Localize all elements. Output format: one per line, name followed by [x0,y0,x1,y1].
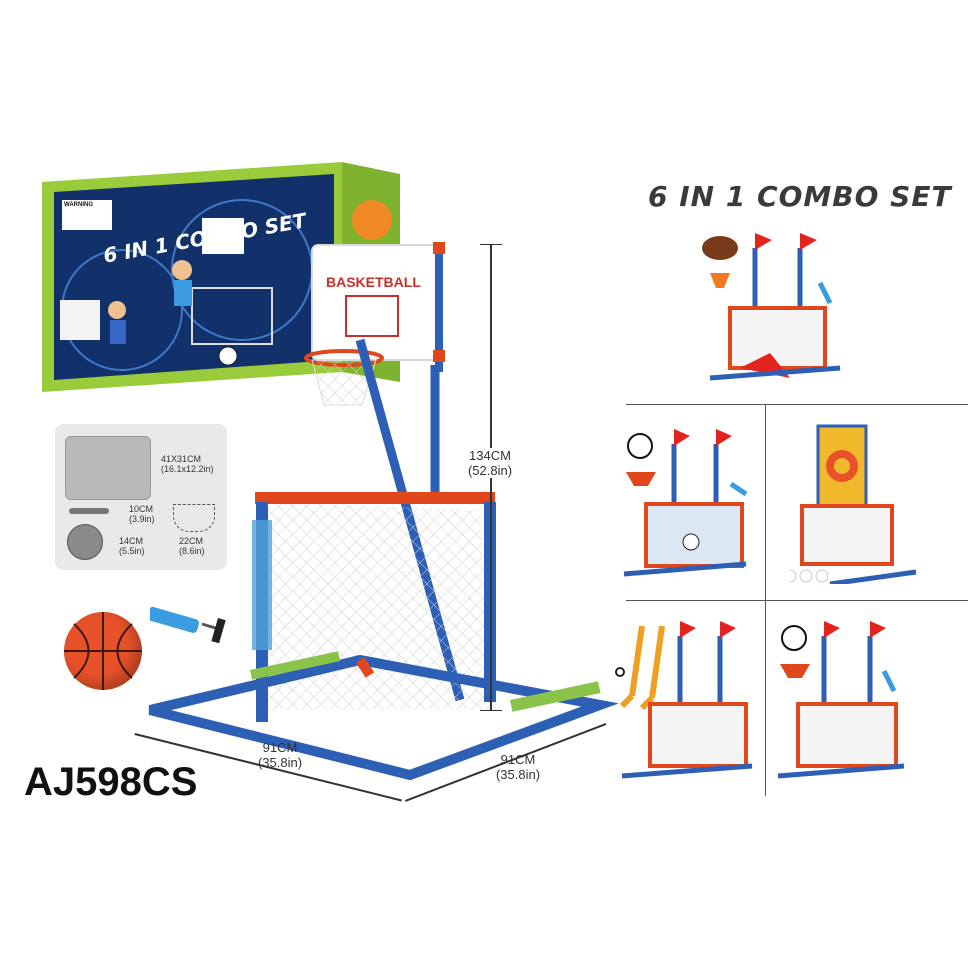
grid-line-h1 [626,404,968,405]
config-soccer-target [616,424,756,584]
ball-part [67,524,103,560]
board-part [65,436,151,500]
config-football [700,228,850,398]
board-cm: 41X31CM [161,454,202,464]
config-soccer [774,616,924,786]
pump-accessory [150,600,240,650]
width-left-label: 91CM (35.8in) [240,740,320,770]
width-right-cm: 91CM [500,752,536,767]
width-left-in: (35.8in) [257,755,303,770]
basketball-accessory [64,612,142,690]
height-tick-top [480,244,502,245]
pump-cm: 10CM [129,504,154,514]
height-label: 134CM (52.8in) [455,448,525,478]
net-cm: 22CM [179,536,204,546]
pump-dims: 10CM (3.9in) [129,504,155,524]
page-title: 6 IN 1 COMBO SET [648,180,952,213]
net-dims: 22CM (8.6in) [179,536,205,556]
width-right-in: (35.8in) [495,767,541,782]
height-in: (52.8in) [467,463,513,478]
width-left-cm: 91CM [262,740,298,755]
config-target-board [790,424,920,584]
net-part [173,504,215,532]
grid-line-h2 [626,600,968,601]
width-right-label: 91CM (35.8in) [478,752,558,782]
height-tick-bottom [480,710,502,711]
ball-cm: 14CM [119,536,144,546]
pump-in: (3.9in) [129,514,155,524]
backboard-label: BASKETBALL [326,274,421,290]
height-cm: 134CM [469,448,511,463]
parts-panel: 41X31CM (16.1x12.2in) 10CM (3.9in) 14CM … [55,424,227,570]
grid-line-v [765,404,766,796]
ball-dims: 14CM (5.5in) [119,536,145,556]
model-number: AJ598CS [24,760,198,804]
net-in: (8.6in) [179,546,205,556]
board-dims: 41X31CM (16.1x12.2in) [161,454,214,474]
config-hockey [612,616,762,786]
box-warning: WARNING [64,202,93,208]
board-in: (16.1x12.2in) [161,464,214,474]
pump-part [69,508,109,514]
ball-in: (5.5in) [119,546,145,556]
